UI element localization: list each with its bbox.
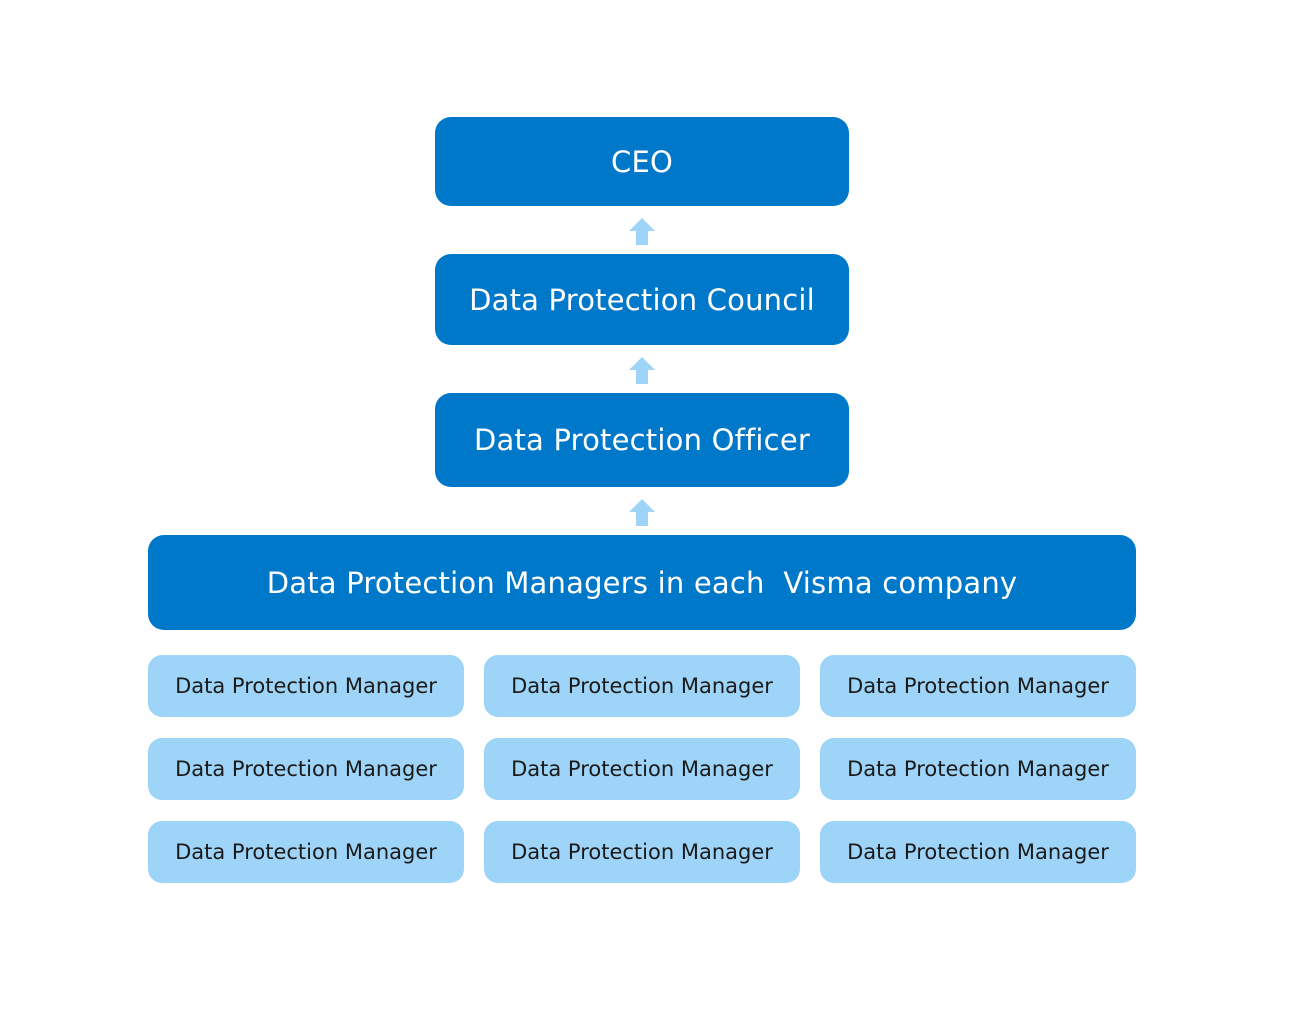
officer-label: Data Protection Officer — [473, 423, 810, 457]
ceo-label: CEO — [611, 144, 673, 179]
manager-label: Data Protection Manager — [511, 757, 773, 781]
manager-label: Data Protection Manager — [175, 674, 437, 698]
manager-box: Data Protection Manager — [484, 655, 800, 717]
manager-label: Data Protection Manager — [511, 674, 773, 698]
council-label: Data Protection Council — [469, 282, 815, 317]
managers-header-box: Data Protection Managers in each Visma c… — [148, 535, 1136, 630]
manager-box: Data Protection Manager — [820, 738, 1136, 800]
manager-box: Data Protection Manager — [148, 655, 464, 717]
manager-label: Data Protection Manager — [847, 840, 1109, 864]
arrow-up-icon — [629, 357, 655, 384]
manager-label: Data Protection Manager — [847, 757, 1109, 781]
manager-box: Data Protection Manager — [484, 738, 800, 800]
manager-box: Data Protection Manager — [820, 655, 1136, 717]
council-box: Data Protection Council — [435, 254, 849, 345]
manager-box: Data Protection Manager — [148, 821, 464, 883]
ceo-box: CEO — [435, 117, 849, 206]
managers-header-label: Data Protection Managers in each Visma c… — [266, 565, 1018, 600]
manager-label: Data Protection Manager — [175, 840, 437, 864]
arrow-up-icon — [629, 218, 655, 245]
manager-box: Data Protection Manager — [148, 738, 464, 800]
arrow-up-icon — [629, 499, 655, 526]
officer-box: Data Protection Officer — [435, 393, 849, 487]
manager-label: Data Protection Manager — [175, 757, 437, 781]
manager-box: Data Protection Manager — [820, 821, 1136, 883]
manager-label: Data Protection Manager — [511, 840, 773, 864]
manager-box: Data Protection Manager — [484, 821, 800, 883]
manager-label: Data Protection Manager — [847, 674, 1109, 698]
